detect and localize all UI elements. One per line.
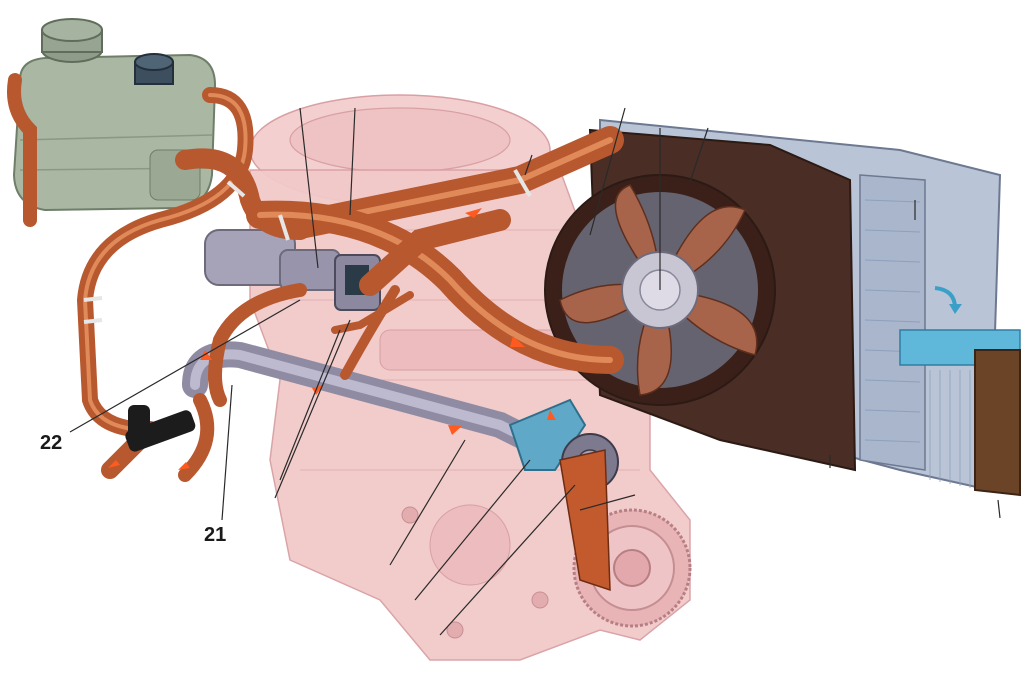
hose-clamps: [83, 169, 532, 324]
hose-tee: [125, 405, 196, 452]
callout-21: 21: [204, 524, 227, 546]
cap-icon: [134, 53, 174, 85]
expansion-tank: [12, 18, 217, 212]
cap-icon: [41, 18, 103, 63]
callout-22: 22: [40, 432, 63, 454]
leader-lines: [69, 107, 1001, 636]
water-pump: [508, 398, 619, 592]
